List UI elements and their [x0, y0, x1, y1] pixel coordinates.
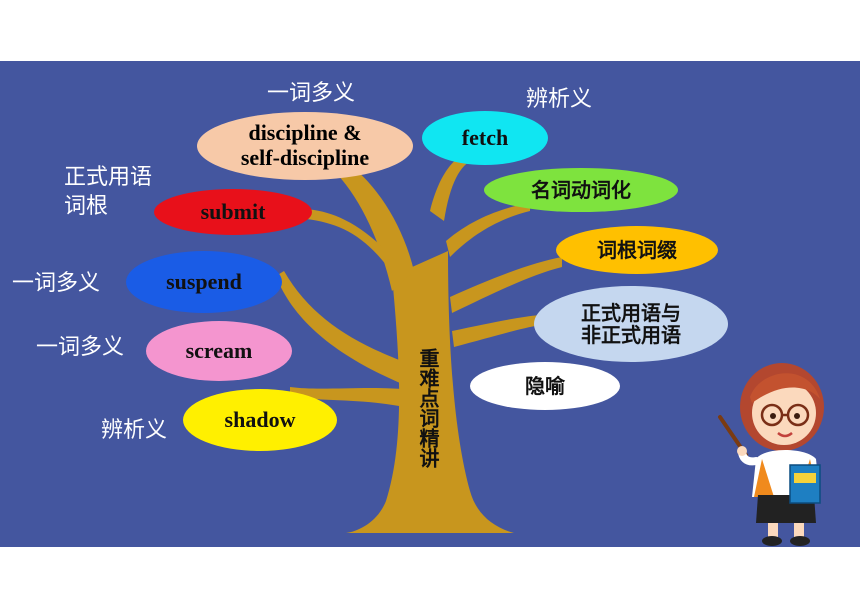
note-suspend: 一词多义 — [12, 271, 101, 296]
word-oval-discipline[interactable]: discipline & self-discipline — [197, 112, 413, 180]
word-oval-zhengshi[interactable]: 正式用语与 非正式用语 — [534, 286, 728, 362]
word-oval-yinyu[interactable]: 隐喻 — [470, 362, 620, 410]
word-oval-submit[interactable]: submit — [154, 189, 312, 235]
branch-submit — [306, 209, 396, 273]
tree-trunk — [346, 251, 514, 533]
teacher-illustration — [718, 363, 824, 546]
branch-suspend — [276, 271, 402, 383]
note-submit: 正式用语 词根 — [64, 165, 153, 219]
branch-fetch — [430, 151, 474, 221]
word-oval-mingci[interactable]: 名词动词化 — [484, 168, 678, 212]
word-oval-suspend[interactable]: suspend — [126, 251, 282, 313]
slide-background: discipline & self-discipline submit susp… — [0, 61, 860, 547]
word-oval-scream[interactable]: scream — [146, 321, 292, 381]
trunk-title: 重难点词精讲 — [416, 348, 440, 468]
note-discipline: 一词多义 — [267, 81, 356, 106]
branch-shadow — [290, 387, 404, 407]
note-shadow: 辨析义 — [101, 418, 168, 443]
note-scream: 一词多义 — [36, 335, 125, 360]
tree-illustration — [276, 151, 562, 533]
branch-zhengshi — [452, 315, 540, 347]
word-oval-shadow[interactable]: shadow — [183, 389, 337, 451]
word-oval-cigen[interactable]: 词根词缀 — [556, 226, 718, 274]
branch-cigen — [450, 257, 562, 313]
note-fetch: 辨析义 — [526, 87, 593, 112]
word-oval-fetch[interactable]: fetch — [422, 111, 548, 165]
branch-mingci — [446, 203, 530, 257]
